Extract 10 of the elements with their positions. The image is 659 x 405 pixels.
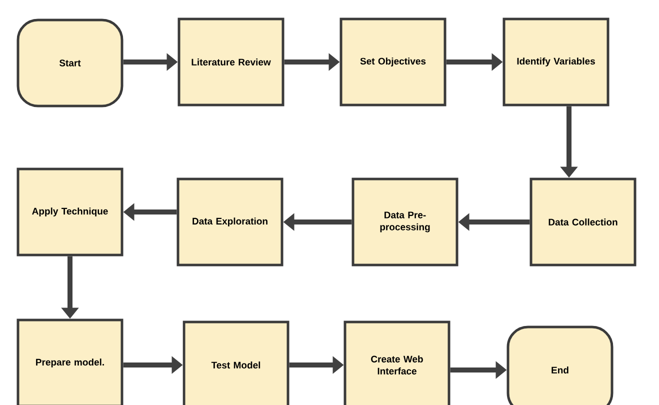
process-box: Data Collection xyxy=(530,178,636,266)
process-box: Identify Variables xyxy=(502,18,610,106)
process-box: Literature Review xyxy=(178,18,284,106)
process-box: Set Objectives xyxy=(340,18,446,106)
process-box: Apply Technique xyxy=(16,168,124,256)
process-box: Test Model xyxy=(182,320,290,405)
process-box: Data Exploration xyxy=(176,178,284,266)
process-box: Data Pre-processing xyxy=(352,178,458,266)
process-box: Create Web Interface xyxy=(344,320,450,405)
process-box: Prepare model. xyxy=(16,318,124,405)
